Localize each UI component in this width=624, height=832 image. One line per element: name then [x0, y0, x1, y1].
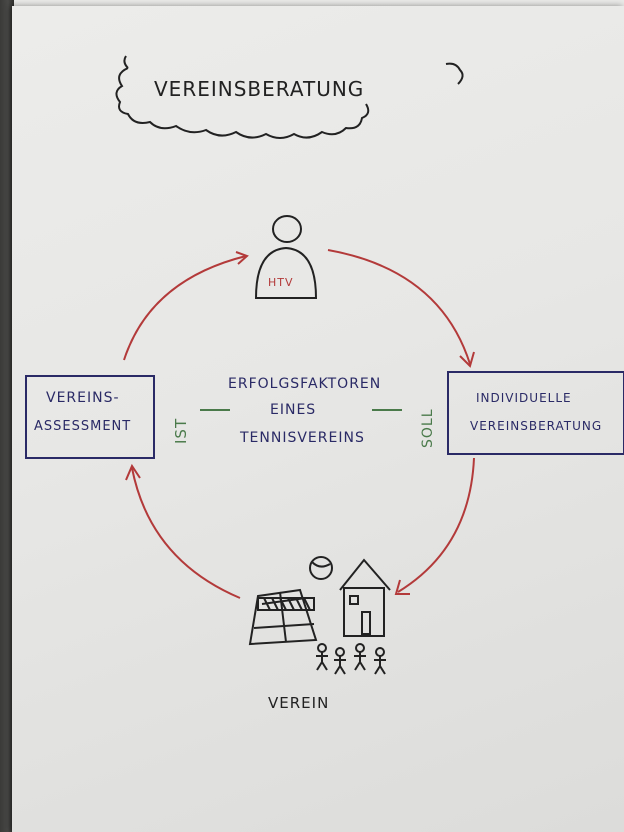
- title-text: VEREINSBERATUNG: [154, 77, 364, 101]
- cycle-arrows: [123, 249, 475, 599]
- htv-label: HTV: [268, 276, 294, 289]
- arrowhead-assessment: [125, 463, 141, 481]
- members-icon: [316, 643, 386, 675]
- assessment-label-line1: VEREINS-: [46, 390, 120, 406]
- verein-label: VEREIN: [268, 694, 329, 712]
- arrowhead-verein: [394, 579, 410, 595]
- assessment-box: VEREINS- ASSESSMENT: [25, 375, 155, 459]
- assessment-label-line2: ASSESSMENT: [34, 419, 131, 434]
- arrow-assessment-to-htv: [123, 255, 247, 361]
- center-line2: EINES: [270, 402, 316, 418]
- tennis-ball-icon: [309, 556, 333, 580]
- cloud-outline: [115, 67, 370, 139]
- person-head: [272, 215, 302, 243]
- arrow-beratung-to-verein: [397, 457, 475, 593]
- htv-person-icon: HTV: [254, 215, 318, 299]
- center-line3: TENNISVEREINS: [239, 430, 365, 446]
- title-cloud: VEREINSBERATUNG: [115, 55, 464, 139]
- cloud-right-curl: [445, 62, 464, 85]
- center-text: ERFOLGSFAKTOREN EINES TENNISVEREINS: [228, 376, 381, 446]
- beratung-label-line2: VEREINSBERATUNG: [470, 419, 602, 433]
- verein-illustration: [248, 556, 391, 675]
- arrow-verein-to-assessment: [131, 467, 241, 599]
- clubhouse-icon: [339, 558, 391, 637]
- cloud-left-curl: [123, 55, 129, 69]
- tennis-court-icon: [248, 588, 318, 646]
- assessment-frame: [25, 375, 155, 459]
- soll-label: SOLL: [420, 408, 436, 448]
- person-body: [254, 246, 318, 299]
- beratung-label-line1: INDIVIDUELLE: [476, 391, 572, 405]
- beratung-frame: [447, 371, 624, 455]
- arrow-htv-to-beratung: [327, 249, 471, 365]
- ist-label: IST: [172, 418, 190, 444]
- arrowhead-beratung: [459, 351, 475, 368]
- center-line1: ERFOLGSFAKTOREN: [228, 376, 381, 392]
- flipchart-paper: [12, 6, 624, 832]
- arrowhead-htv: [235, 251, 249, 265]
- beratung-box: INDIVIDUELLE VEREINSBERATUNG: [447, 371, 624, 455]
